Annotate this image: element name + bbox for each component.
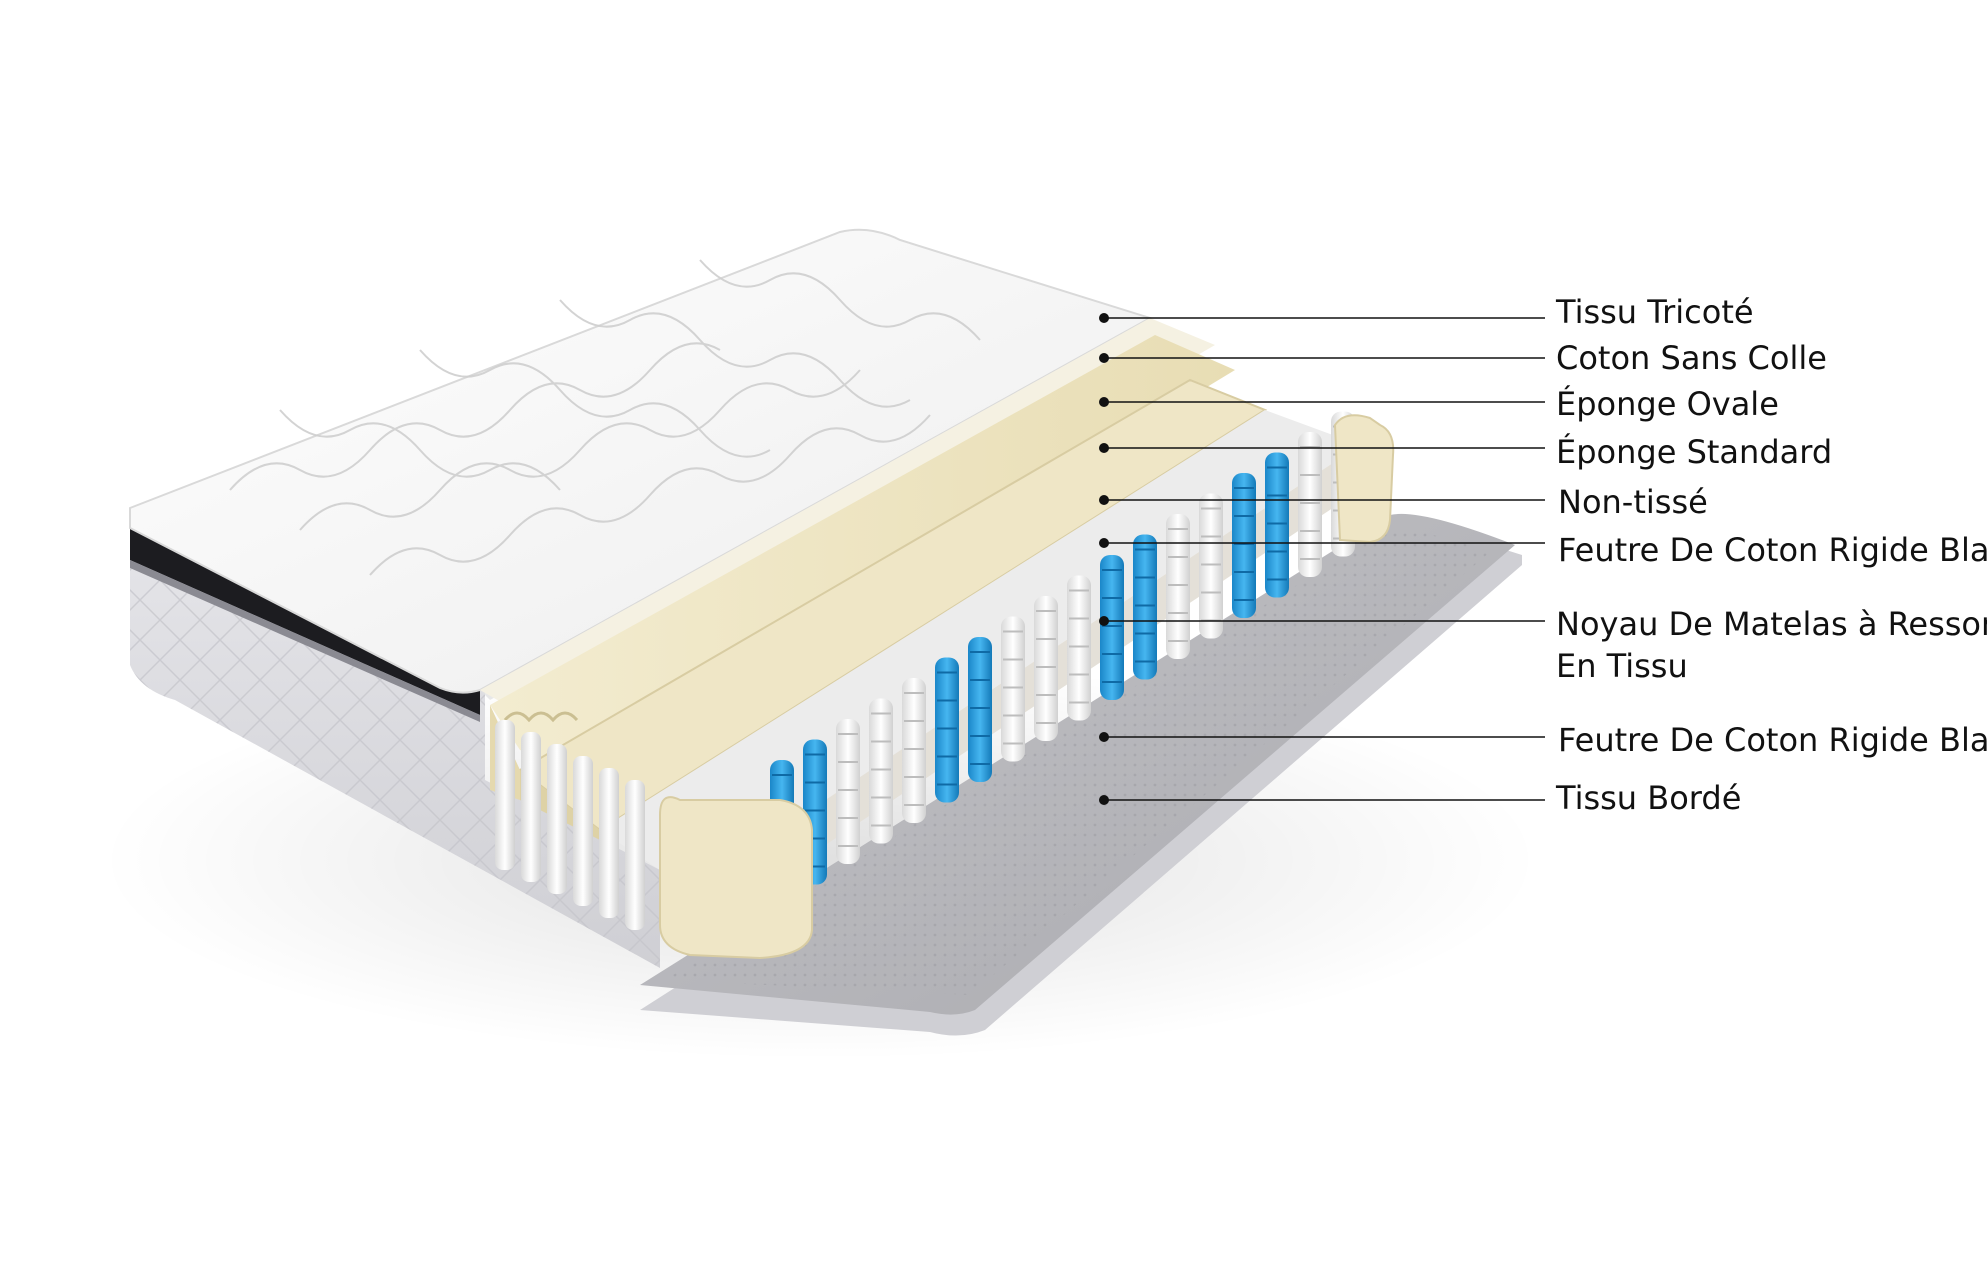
spring-white — [1298, 432, 1322, 577]
spring-blue — [1100, 555, 1124, 700]
spring-white — [625, 780, 645, 930]
label-tissu-borde: Tissu Bordé — [1556, 779, 1742, 817]
spring-white — [599, 768, 619, 918]
spring-white — [1166, 514, 1190, 659]
label-noyau-ressorts-line2: En Tissu — [1556, 647, 1688, 685]
spring-white — [1199, 493, 1223, 639]
leader-dot — [1099, 495, 1109, 505]
label-non-tisse: Non-tissé — [1558, 483, 1708, 521]
edge-foam-block — [659, 414, 1395, 960]
label-leaders — [1099, 313, 1545, 805]
spring-white — [836, 719, 860, 864]
label-feutre-coton-2: Feutre De Coton Rigide Blanc — [1558, 721, 1987, 759]
spring-white — [547, 744, 567, 894]
spring-white — [521, 732, 541, 882]
leader-dot — [1099, 795, 1109, 805]
leader-dot — [1099, 732, 1109, 742]
spring-blue — [1133, 534, 1157, 680]
leader-dot — [1099, 313, 1109, 323]
label-noyau-ressorts: Noyau De Matelas à Ressorts — [1556, 605, 1987, 643]
leader-dot — [1099, 616, 1109, 626]
leader-dot — [1099, 353, 1109, 363]
spring-white — [573, 756, 593, 906]
label-feutre-coton-1: Feutre De Coton Rigide Blanc — [1558, 531, 1987, 569]
leader-dot — [1099, 397, 1109, 407]
spring-blue — [968, 637, 992, 782]
label-eponge-ovale: Éponge Ovale — [1556, 385, 1779, 423]
spring-blue — [935, 657, 959, 803]
label-eponge-standard: Éponge Standard — [1556, 433, 1833, 471]
spring-white — [1001, 616, 1025, 762]
spring-blue — [1232, 473, 1256, 618]
spring-blue — [1265, 452, 1289, 598]
leader-dot — [1099, 443, 1109, 453]
label-coton-sans-colle: Coton Sans Colle — [1556, 339, 1827, 377]
spring-white — [869, 698, 893, 844]
base-fabric-layer — [640, 513, 1522, 1036]
spring-white — [902, 678, 926, 823]
leader-dot — [1099, 538, 1109, 548]
label-tissu-tricote: Tissu Tricoté — [1556, 293, 1754, 331]
spring-white — [495, 720, 515, 870]
spring-white — [1034, 596, 1058, 741]
spring-white — [1067, 575, 1091, 721]
